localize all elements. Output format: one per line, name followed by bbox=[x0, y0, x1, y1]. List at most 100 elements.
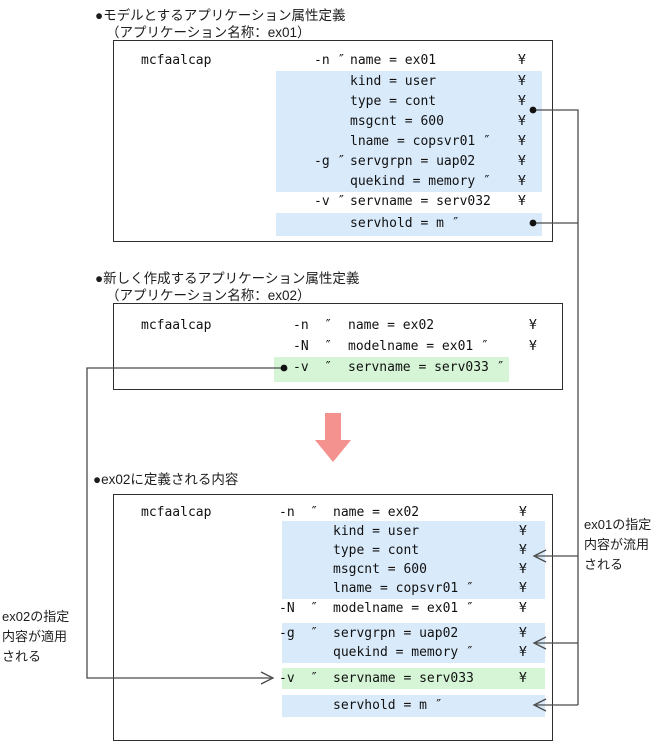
code-row: -n ″ name = ex01 ¥ bbox=[114, 51, 552, 71]
operand-text: type = cont bbox=[350, 94, 437, 109]
code-row: -v ″servname = serv033¥ bbox=[114, 669, 552, 689]
line-continuation-yen: ¥ bbox=[529, 318, 537, 333]
row-highlight-green bbox=[282, 668, 545, 689]
row-highlight-blue bbox=[276, 151, 542, 172]
operand-text: name = ex02 bbox=[333, 505, 420, 520]
row-highlight-blue bbox=[276, 71, 542, 92]
code-row: -n ″ name = ex02 ¥ bbox=[114, 316, 562, 336]
row-highlight-blue bbox=[282, 623, 545, 644]
row-highlight-blue bbox=[276, 131, 542, 152]
operand-text: servgrpn = uap02 bbox=[333, 626, 459, 641]
operand-text: lname = copsvr01 ″ bbox=[333, 581, 474, 596]
code-row: servhold = m ″ bbox=[114, 214, 552, 234]
line-continuation-yen: ¥ bbox=[518, 174, 526, 189]
row-highlight-blue bbox=[282, 578, 545, 599]
line-continuation-yen: ¥ bbox=[519, 601, 527, 616]
code-row: servhold = m ″ bbox=[114, 696, 552, 716]
section1-title: ●モデルとするアプリケーション属性定義 bbox=[95, 8, 346, 23]
annotation-line: される bbox=[2, 649, 42, 664]
code-row: type = cont ¥ bbox=[114, 92, 552, 112]
operand-text: name = ex02 bbox=[348, 318, 435, 333]
code-row: lname = copsvr01 ″¥ bbox=[114, 132, 552, 152]
code-row: lname = copsvr01 ″ ¥ bbox=[114, 579, 552, 599]
model-definition-box: mcfaalcap-n ″name = ex01¥kind = user¥typ… bbox=[113, 40, 553, 242]
annotation-line: される bbox=[584, 557, 624, 572]
operand-text: lname = copsvr01 ″ bbox=[350, 134, 491, 149]
row-highlight-blue bbox=[282, 540, 545, 561]
option-flag: -N ″ bbox=[293, 339, 333, 354]
annotation-line: ex02の指定 bbox=[2, 609, 70, 624]
option-flag: -g ″ bbox=[279, 626, 319, 641]
row-highlight-green bbox=[274, 357, 509, 382]
code-row: -v ″ servname = serv032 ¥ bbox=[114, 192, 552, 212]
line-continuation-yen: ¥ bbox=[518, 154, 526, 169]
left-annotation: ex02の指定内容が適用される bbox=[2, 607, 69, 667]
code-row: -N ″ modelname = ex01 ″ ¥ bbox=[114, 337, 562, 357]
section2-subtitle: （アプリケーション名称：ex02） bbox=[106, 288, 311, 303]
line-continuation-yen: ¥ bbox=[518, 53, 526, 68]
line-continuation-yen: ¥ bbox=[518, 94, 526, 109]
operand-text: msgcnt = 600 bbox=[350, 114, 444, 129]
code-row: kind = user¥ bbox=[114, 72, 552, 92]
option-flag: -n ″ bbox=[279, 505, 319, 520]
annotation-line: 内容が流用 bbox=[584, 537, 650, 552]
row-highlight-blue bbox=[276, 171, 542, 192]
row-highlight-blue bbox=[276, 213, 542, 236]
code-row: quekind = memory ″ ¥ bbox=[114, 643, 552, 663]
row-highlight-blue bbox=[282, 695, 545, 717]
code-row: -n ″ name = ex02 ¥ bbox=[114, 503, 552, 523]
code-row: kind = user¥ bbox=[114, 522, 552, 542]
line-continuation-yen: ¥ bbox=[519, 581, 527, 596]
annotation-line: 内容が適用 bbox=[2, 629, 68, 644]
line-continuation-yen: ¥ bbox=[518, 194, 526, 209]
operand-text: msgcnt = 600 bbox=[333, 562, 427, 577]
operand-text: type = cont bbox=[333, 543, 420, 558]
operand-text: quekind = memory ″ bbox=[350, 174, 491, 189]
arrow-down-icon bbox=[315, 413, 351, 462]
option-flag: -g ″ bbox=[314, 154, 346, 169]
code-row: -g ″ servgrpn = uap02 ¥ bbox=[114, 624, 552, 644]
option-flag: -n ″ bbox=[314, 53, 346, 68]
command-name: mcfaalcap bbox=[141, 318, 212, 333]
line-continuation-yen: ¥ bbox=[529, 339, 537, 354]
option-flag: -N ″ bbox=[279, 601, 319, 616]
code-row: msgcnt = 600 ¥ bbox=[114, 560, 552, 580]
line-continuation-yen: ¥ bbox=[519, 505, 527, 520]
result-definition-box: mcfaalcap-n ″name = ex02¥kind = user¥typ… bbox=[113, 494, 553, 741]
section1-subtitle: （アプリケーション名称：ex01） bbox=[106, 25, 311, 40]
line-continuation-yen: ¥ bbox=[519, 562, 527, 577]
operand-text: modelname = ex01 ″ bbox=[348, 339, 489, 354]
row-highlight-blue bbox=[276, 111, 542, 132]
option-flag: -v ″ bbox=[314, 194, 346, 209]
option-flag: -n ″ bbox=[293, 318, 333, 333]
line-continuation-yen: ¥ bbox=[519, 543, 527, 558]
operand-text: servhold = m ″ bbox=[350, 216, 460, 231]
row-highlight-blue bbox=[276, 91, 542, 112]
code-row: type = cont ¥ bbox=[114, 541, 552, 561]
code-row: -g ″servgrpn = uap02¥ bbox=[114, 152, 552, 172]
right-annotation: ex01の指定内容が流用される bbox=[584, 515, 651, 575]
row-highlight-blue bbox=[282, 521, 545, 542]
command-name: mcfaalcap bbox=[141, 53, 212, 68]
option-flag: -v ″ bbox=[293, 360, 333, 375]
line-continuation-yen: ¥ bbox=[518, 114, 526, 129]
code-row: -N ″ modelname = ex01 ″ ¥ bbox=[114, 599, 552, 619]
operand-text: servname = serv032 bbox=[350, 194, 491, 209]
code-row: -v ″ servname = serv033 ″ bbox=[114, 358, 562, 378]
operand-text: servname = serv033 bbox=[333, 671, 474, 686]
operand-text: modelname = ex01 ″ bbox=[333, 601, 474, 616]
line-continuation-yen: ¥ bbox=[519, 645, 527, 660]
new-definition-box: mcfaalcap -n ″ name = ex02 ¥ -N ″ modelname =… bbox=[113, 303, 563, 390]
annotation-line: ex01の指定 bbox=[584, 517, 652, 532]
operand-text: name = ex01 bbox=[350, 53, 437, 68]
line-continuation-yen: ¥ bbox=[519, 626, 527, 641]
row-highlight-blue bbox=[282, 642, 545, 663]
operand-text: quekind = memory ″ bbox=[333, 645, 474, 660]
line-continuation-yen: ¥ bbox=[518, 74, 526, 89]
line-continuation-yen: ¥ bbox=[519, 671, 527, 686]
section2-title: ●新しく作成するアプリケーション属性定義 bbox=[95, 271, 360, 286]
operand-text: servname = serv033 ″ bbox=[348, 360, 505, 375]
code-row: quekind = memory ″ ¥ bbox=[114, 172, 552, 192]
code-row: msgcnt = 600 ¥ bbox=[114, 112, 552, 132]
